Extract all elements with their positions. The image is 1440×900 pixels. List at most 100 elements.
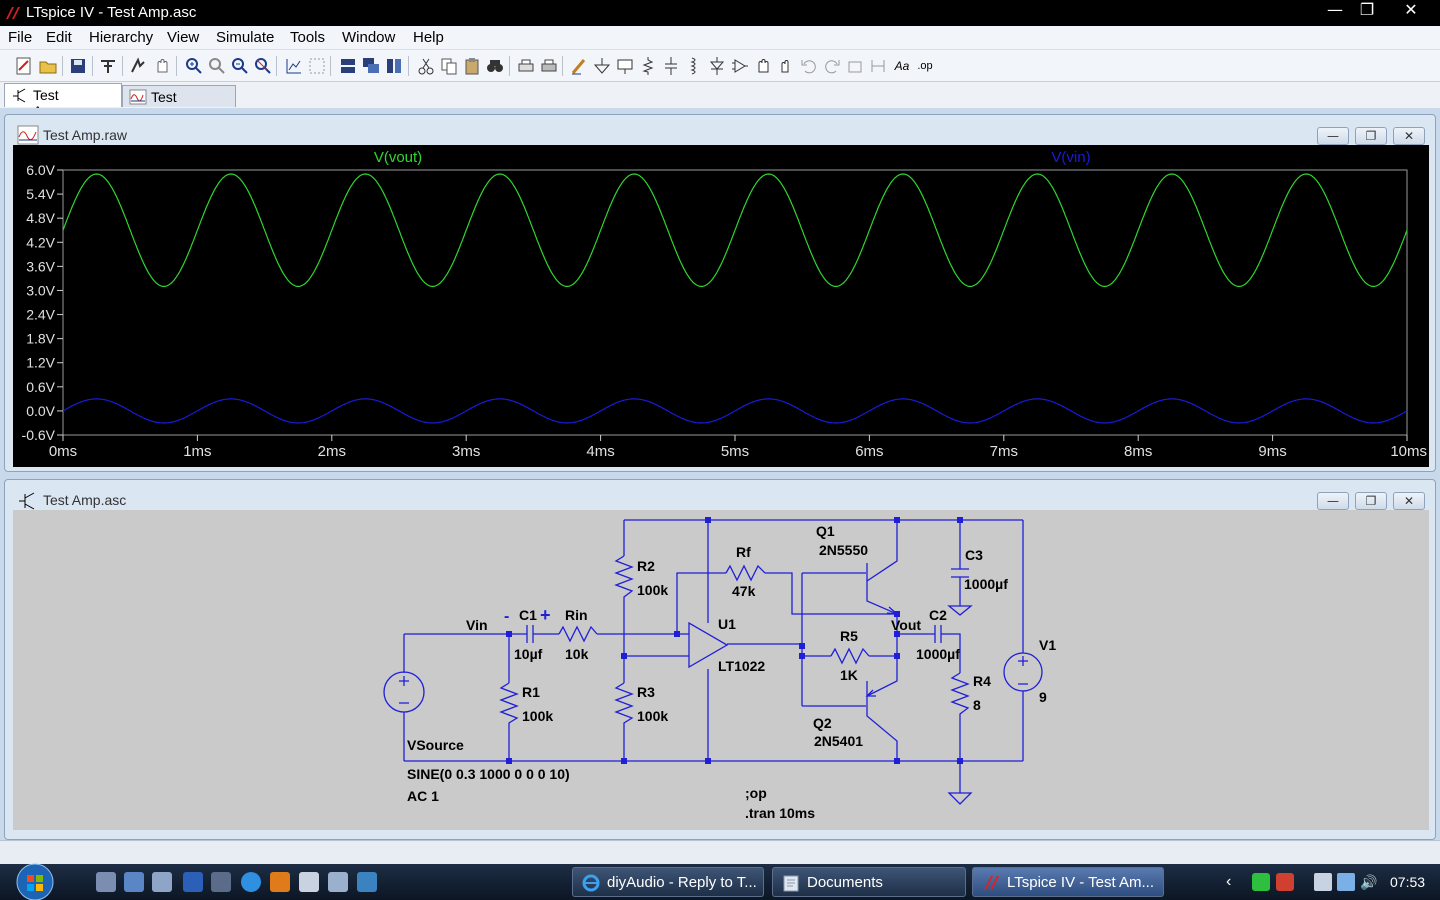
label-sine: SINE(0 0.3 1000 0 0 0 10) <box>407 766 570 782</box>
schematic-minimize-button[interactable]: — <box>1317 492 1349 510</box>
task-ltspice[interactable]: LTspice IV - Test Am... <box>972 867 1164 897</box>
quicklaunch-ltspice-icon[interactable] <box>357 872 377 892</box>
schematic-drawing: Vin Vout - C1 + 10µf Rin 10k R1 100k R2 … <box>383 517 1056 821</box>
new-schematic-icon[interactable] <box>14 56 34 76</box>
series-line-0 <box>62 173 1408 287</box>
zoom-out-icon[interactable] <box>230 56 250 76</box>
taskbar: diyAudio - Reply to T... Documents LTspi… <box>0 862 1440 900</box>
y-tick-label: 5.4V <box>26 186 55 202</box>
mirror-icon[interactable] <box>868 56 888 76</box>
halt-icon[interactable] <box>152 56 172 76</box>
copy-icon[interactable] <box>439 56 459 76</box>
schematic-window: Test Amp.asc — ❐ ✕ <box>4 479 1436 840</box>
autorange-icon[interactable] <box>284 56 304 76</box>
close-button[interactable]: ✕ <box>1404 0 1418 19</box>
run-icon[interactable] <box>128 56 148 76</box>
paste-icon[interactable] <box>462 56 482 76</box>
waveform-minimize-button[interactable]: — <box>1317 127 1349 145</box>
grid-icon[interactable] <box>307 56 327 76</box>
quicklaunch-media-icon[interactable] <box>270 872 290 892</box>
x-tick-label: 5ms <box>721 443 749 460</box>
tray-device-icon[interactable] <box>1314 873 1332 891</box>
quicklaunch-computer-icon[interactable] <box>211 872 231 892</box>
label-v1: V1 <box>1039 637 1056 653</box>
drag-icon[interactable] <box>776 56 796 76</box>
schematic-canvas[interactable]: Vin Vout - C1 + 10µf Rin 10k R1 100k R2 … <box>13 510 1429 830</box>
wires <box>403 519 1024 793</box>
capacitor-icon[interactable] <box>661 56 681 76</box>
move-icon[interactable] <box>753 56 773 76</box>
ground-icon[interactable] <box>592 56 612 76</box>
menu-simulate[interactable]: Simulate <box>216 29 275 46</box>
print-icon[interactable] <box>539 56 559 76</box>
menu-edit[interactable]: Edit <box>46 29 72 46</box>
zoom-fit-icon[interactable] <box>253 56 273 76</box>
label-v1-value: 9 <box>1039 689 1047 705</box>
quicklaunch-show-desktop-icon[interactable] <box>183 872 203 892</box>
menu-hierarchy[interactable]: Hierarchy <box>89 29 154 46</box>
tray-network-icon[interactable] <box>1337 873 1355 891</box>
resistor-icon[interactable] <box>638 56 658 76</box>
waveform-close-button[interactable]: ✕ <box>1393 127 1425 145</box>
zoom-in-icon[interactable] <box>184 56 204 76</box>
quicklaunch-desktop-icon[interactable] <box>96 872 116 892</box>
task-documents[interactable]: Documents <box>772 867 966 897</box>
menu-tools[interactable]: Tools <box>290 29 326 46</box>
folder-icon <box>783 875 799 892</box>
component-icon[interactable] <box>730 56 750 76</box>
tray-security-icon[interactable] <box>1252 873 1270 891</box>
tray-audio-driver-icon[interactable] <box>1276 873 1294 891</box>
tile-vertical-icon[interactable] <box>384 56 404 76</box>
menu-view[interactable]: View <box>167 29 200 46</box>
task-diyaudio[interactable]: diyAudio - Reply to T... <box>572 867 764 897</box>
pan-icon[interactable] <box>207 56 227 76</box>
cut-icon[interactable] <box>416 56 436 76</box>
control-panel-icon[interactable] <box>98 56 118 76</box>
label-vsource: VSource <box>407 737 464 753</box>
tab-schematic[interactable]: Test Amp.asc <box>4 83 122 119</box>
menu-file[interactable]: File <box>8 29 33 46</box>
quicklaunch-explorer-icon[interactable] <box>124 872 144 892</box>
schematic-close-button[interactable]: ✕ <box>1393 492 1425 510</box>
menu-window[interactable]: Window <box>342 29 396 46</box>
directive-op[interactable]: ;op <box>745 785 767 801</box>
diode-icon[interactable] <box>707 56 727 76</box>
waveform-maximize-button[interactable]: ❐ <box>1355 127 1387 145</box>
draw-wire-icon[interactable] <box>569 56 589 76</box>
label-u1: U1 <box>718 616 736 632</box>
text-icon[interactable]: Aa <box>894 59 910 73</box>
quicklaunch-ie-icon[interactable] <box>241 872 261 892</box>
inductor-icon[interactable] <box>684 56 704 76</box>
tray-expand-icon[interactable]: ‹ <box>1226 873 1232 890</box>
start-button[interactable] <box>10 862 60 900</box>
cascade-icon[interactable] <box>361 56 381 76</box>
find-icon[interactable] <box>485 56 505 76</box>
print-setup-icon[interactable] <box>516 56 536 76</box>
tray-volume-icon[interactable]: 🔊 <box>1360 874 1378 890</box>
quicklaunch-notepad-icon[interactable] <box>299 872 319 892</box>
x-tick-label: 10ms <box>1390 443 1427 460</box>
menu-help[interactable]: Help <box>413 29 444 46</box>
directive-tran[interactable]: .tran 10ms <box>745 805 815 821</box>
schematic-maximize-button[interactable]: ❐ <box>1355 492 1387 510</box>
label-c1-plus: + <box>540 605 551 625</box>
x-tick-label: 8ms <box>1124 443 1152 460</box>
save-icon[interactable] <box>68 56 88 76</box>
undo-icon[interactable] <box>799 56 819 76</box>
rotate-icon[interactable] <box>845 56 865 76</box>
tile-horizontal-icon[interactable] <box>338 56 358 76</box>
label-net-icon[interactable] <box>615 56 635 76</box>
y-tick-label: 4.2V <box>26 234 55 250</box>
spice-directive-icon[interactable]: .op <box>917 60 933 72</box>
redo-icon[interactable] <box>822 56 842 76</box>
label-r2-value: 100k <box>637 582 668 598</box>
quicklaunch-docs-icon[interactable] <box>152 872 172 892</box>
label-r5: R5 <box>840 628 858 644</box>
open-icon[interactable] <box>38 56 58 76</box>
quicklaunch-scanner-icon[interactable] <box>328 872 348 892</box>
minimize-button[interactable]: — <box>1327 0 1343 19</box>
tab-waveform[interactable]: Test Amp.raw <box>122 85 236 121</box>
y-tick-label: 3.6V <box>26 258 55 274</box>
restore-button[interactable]: ❐ <box>1359 0 1375 19</box>
